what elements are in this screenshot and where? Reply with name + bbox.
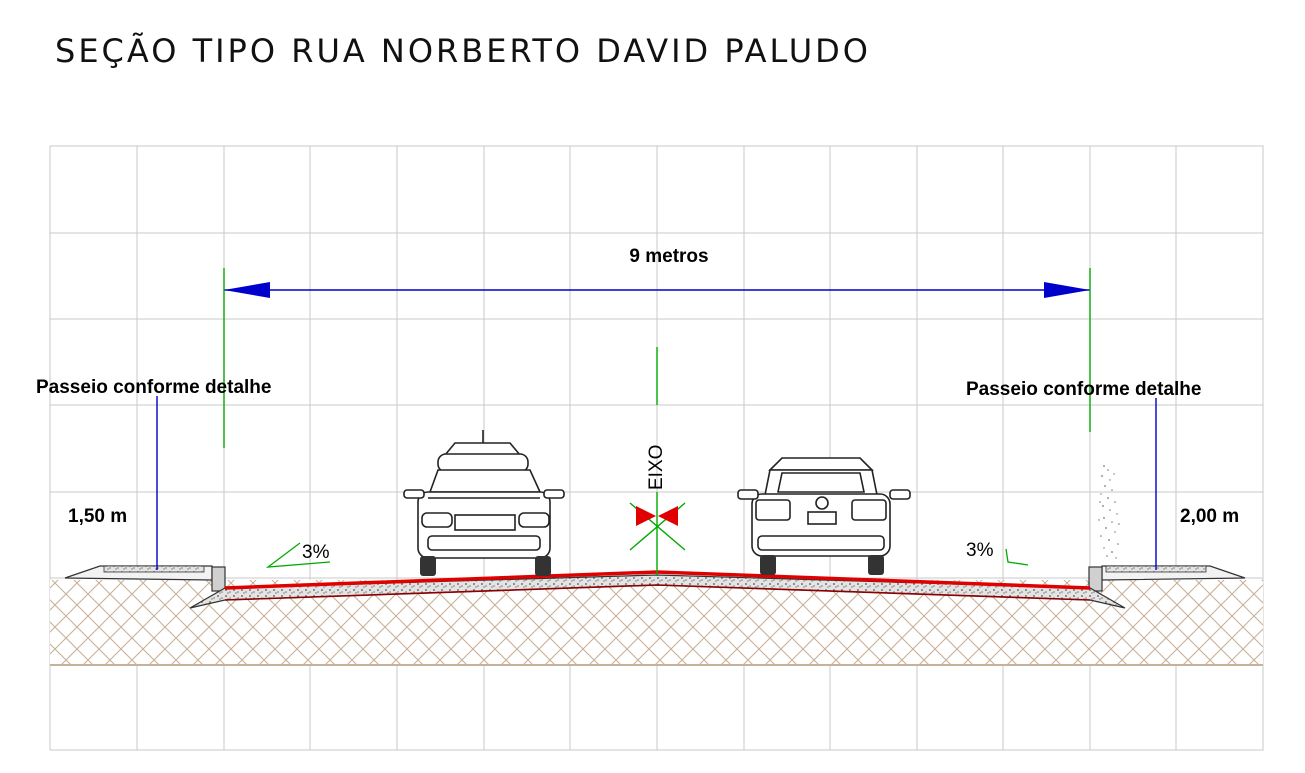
tree-icon — [1098, 465, 1120, 559]
right-curb — [1088, 566, 1103, 592]
axis-label: EIXO — [646, 445, 667, 490]
right-sidewalk-label: Passeio conforme detalhe — [966, 379, 1201, 400]
left-sidewalk-width: 1,50 m — [68, 506, 127, 527]
left-curb — [211, 566, 226, 592]
car-front-icon — [403, 430, 565, 576]
svg-text:3%: 3% — [966, 540, 994, 561]
left-sidewalk-label: Passeio conforme detalhe — [36, 377, 271, 398]
width-dimension: 9 metros — [224, 246, 1090, 298]
svg-text:3%: 3% — [302, 542, 330, 563]
left-slope-indicator: 3% — [265, 542, 331, 568]
car-rear-icon — [737, 457, 911, 575]
axis-marker-icon — [629, 492, 686, 575]
base-bottom-line — [224, 584, 1091, 601]
left-sidewalk-paving — [103, 565, 205, 573]
right-slope-indicator: 3% — [966, 540, 1029, 566]
drawing-title: SEÇÃO TIPO RUA NORBERTO DAVID PALUDO — [55, 32, 871, 70]
width-label: 9 metros — [629, 246, 708, 267]
right-sidewalk-width: 2,00 m — [1180, 506, 1239, 527]
